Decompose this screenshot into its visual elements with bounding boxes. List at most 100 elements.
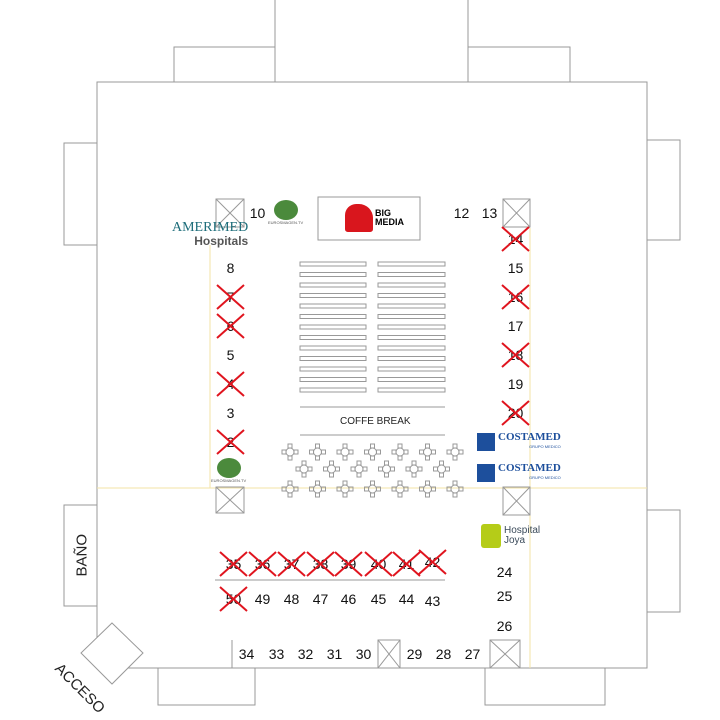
booth-13[interactable]: 13 — [475, 199, 504, 227]
top-right-annex — [467, 46, 571, 83]
chair — [446, 486, 452, 492]
booth-29[interactable]: 29 — [400, 640, 429, 668]
table — [450, 484, 460, 494]
table — [423, 447, 432, 457]
booth-46[interactable]: 46 — [334, 585, 363, 613]
booth-12[interactable]: 12 — [447, 199, 476, 227]
booth-16[interactable]: 16 — [501, 283, 530, 311]
table — [450, 447, 460, 457]
booth-32[interactable]: 32 — [291, 640, 320, 668]
chair — [287, 480, 293, 486]
booth-44[interactable]: 44 — [392, 585, 421, 613]
amerimed-sub: Hospitals — [194, 234, 249, 248]
booth-15[interactable]: 15 — [501, 254, 530, 282]
chair — [295, 466, 301, 472]
taken-cross-icon — [248, 551, 277, 577]
booth-20[interactable]: 20 — [501, 399, 530, 427]
booth-39[interactable]: 39 — [334, 550, 363, 578]
table — [409, 464, 419, 474]
chair — [342, 480, 348, 486]
chair — [391, 486, 397, 492]
seat-row — [377, 303, 446, 309]
booth-47[interactable]: 47 — [306, 585, 335, 613]
booth-7[interactable]: 7 — [216, 283, 245, 311]
booth-17[interactable]: 17 — [501, 312, 530, 340]
amerimed-name: AMERIMED — [172, 220, 249, 235]
booth-3[interactable]: 3 — [216, 399, 245, 427]
booth-number: 8 — [226, 260, 235, 276]
booth-2[interactable]: 2 — [216, 428, 245, 456]
column-box-line — [377, 639, 401, 669]
booth-28[interactable]: 28 — [429, 640, 458, 668]
bottom-left-annex — [157, 667, 256, 706]
chair — [281, 449, 287, 455]
booth-number: 32 — [297, 646, 314, 662]
chair — [452, 492, 458, 498]
booth-35[interactable]: 35 — [219, 550, 248, 578]
chair — [315, 443, 320, 449]
seat-row — [377, 335, 446, 340]
booth-34[interactable]: 34 — [232, 640, 261, 668]
seat-row — [299, 335, 367, 340]
seat-row — [377, 366, 446, 372]
chair — [309, 449, 314, 455]
booth-number: 45 — [370, 591, 387, 607]
booth-26[interactable]: 26 — [490, 612, 519, 640]
booth-41[interactable]: 41 — [392, 550, 421, 578]
seat-row — [377, 261, 446, 267]
booth-43[interactable]: 43 — [418, 587, 447, 615]
booth-31[interactable]: 31 — [320, 640, 349, 668]
chair — [342, 492, 348, 498]
booth-10[interactable]: 10 — [243, 199, 272, 227]
booth-33[interactable]: 33 — [262, 640, 291, 668]
elephant-icon — [345, 204, 373, 232]
chair — [391, 449, 397, 455]
column-box-line — [215, 486, 245, 514]
costamed-sub: GRUPO MEDICO — [528, 444, 561, 449]
booth-4[interactable]: 4 — [216, 370, 245, 398]
joya-icon — [481, 524, 501, 548]
chair — [307, 466, 313, 472]
booth-19[interactable]: 19 — [501, 370, 530, 398]
chair — [425, 492, 430, 498]
booth-49[interactable]: 49 — [248, 585, 277, 613]
booth-5[interactable]: 5 — [216, 341, 245, 369]
booth-8[interactable]: 8 — [216, 254, 245, 282]
chair — [403, 449, 409, 455]
booth-45[interactable]: 45 — [364, 585, 393, 613]
booth-42[interactable]: 42 — [418, 548, 447, 576]
booth-number: 24 — [496, 564, 513, 580]
booth-number: 43 — [424, 593, 441, 609]
chair — [390, 466, 395, 472]
chair — [321, 486, 326, 492]
costamed-logo-2: COSTAMED GRUPO MEDICO — [477, 463, 561, 483]
booth-6[interactable]: 6 — [216, 312, 245, 340]
table — [285, 447, 295, 457]
chair — [315, 492, 320, 498]
chair — [370, 443, 375, 449]
booth-24[interactable]: 24 — [490, 558, 519, 586]
chair — [335, 466, 340, 472]
chair — [362, 466, 368, 472]
taken-cross-icon — [418, 549, 447, 575]
chair — [293, 449, 299, 455]
booth-18[interactable]: 18 — [501, 341, 530, 369]
seat-row — [377, 314, 446, 319]
booth-37[interactable]: 37 — [277, 550, 306, 578]
booth-30[interactable]: 30 — [349, 640, 378, 668]
chair — [364, 486, 369, 492]
booth-38[interactable]: 38 — [306, 550, 335, 578]
chair — [356, 460, 362, 466]
booth-48[interactable]: 48 — [277, 585, 306, 613]
booth-50[interactable]: 50 — [219, 585, 248, 613]
booth-36[interactable]: 36 — [248, 550, 277, 578]
booth-14[interactable]: 14 — [501, 225, 530, 253]
booth-27[interactable]: 27 — [458, 640, 487, 668]
booth-40[interactable]: 40 — [364, 550, 393, 578]
booth-number: 5 — [226, 347, 235, 363]
eurosmagen-logo-top: EUROSMAGEN.TV — [268, 200, 303, 225]
chair — [446, 449, 452, 455]
bigmedia-line1: BIG — [375, 208, 392, 218]
seat-row — [377, 282, 446, 288]
booth-25[interactable]: 25 — [490, 582, 519, 610]
